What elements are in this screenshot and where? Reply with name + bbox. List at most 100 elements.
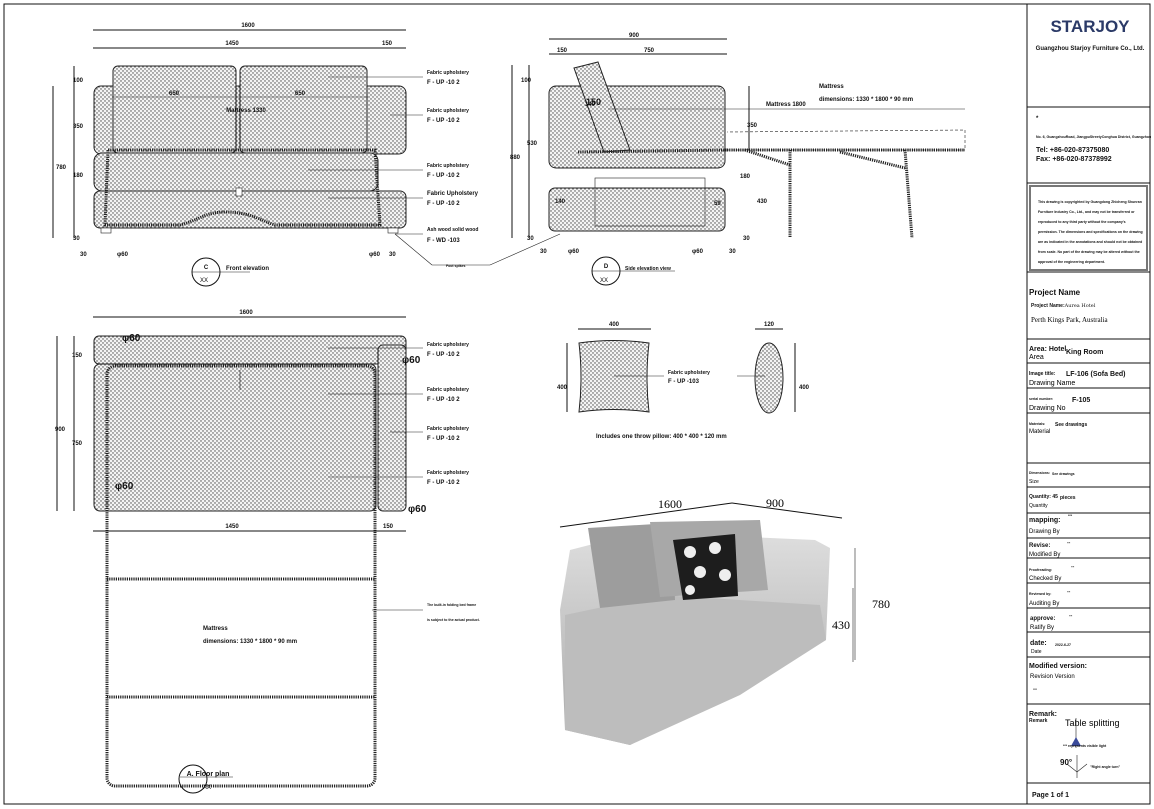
svg-text:φ60: φ60 (408, 504, 427, 515)
svg-text:30: 30 (729, 249, 736, 255)
drawing-name: LF-106 (Sofa Bed) (1066, 371, 1126, 378)
svg-text:1450: 1450 (225, 41, 239, 47)
svg-text:date:: date: (1030, 640, 1047, 647)
svg-text:Fabric upholstery: Fabric upholstery (427, 108, 469, 114)
svg-text:Quantity: 45: Quantity: 45 (1029, 494, 1058, 500)
view-marker-a (178, 764, 208, 794)
svg-text:1600: 1600 (241, 23, 255, 29)
area-value: King Room (1066, 349, 1103, 356)
svg-text:650: 650 (295, 91, 306, 97)
svg-text:See drawings: See drawings (1055, 422, 1087, 428)
svg-text:1600: 1600 (239, 310, 253, 316)
visible-light-symbol-icon (1071, 718, 1081, 748)
svg-text:Modified version:: Modified version: (1029, 663, 1087, 670)
svg-text:Mattress 1800: Mattress 1800 (766, 102, 806, 108)
svg-text:Revision Version: Revision Version (1030, 674, 1075, 680)
svg-text:150: 150 (382, 41, 393, 47)
svg-text:permission. The dimensions and: permission. The dimensions and specifica… (1038, 230, 1143, 234)
svg-text:XX: XX (200, 278, 208, 284)
svg-text:F - UP -10 2: F - UP -10 2 (427, 80, 460, 86)
svg-text:Furniture Industry Co., Ltd.,: Furniture Industry Co., Ltd., and may no… (1038, 210, 1135, 214)
svg-text:--: -- (1069, 613, 1073, 619)
svg-text:180: 180 (73, 173, 84, 179)
svg-text:See drawings: See drawings (1052, 472, 1075, 476)
svg-text:30: 30 (73, 236, 80, 242)
copyright-notice: This drawing is copyrighted by Guangdong… (1038, 200, 1143, 264)
svg-text:Size: Size (1029, 479, 1039, 485)
svg-text:750: 750 (644, 48, 655, 54)
svg-text:900: 900 (766, 496, 784, 510)
svg-text:430: 430 (832, 618, 850, 632)
svg-text:1600: 1600 (658, 497, 682, 511)
floor-plan-view: 1600 900 150 750 1450 150 φ60 φ60 φ60 φ6… (55, 310, 480, 794)
svg-text:F - UP -10 2: F - UP -10 2 (427, 480, 460, 486)
svg-text:mapping:: mapping: (1029, 517, 1061, 524)
company-name: Guangzhou Starjoy Furniture Co., Ltd. (1036, 46, 1145, 52)
svg-text:140: 140 (585, 102, 596, 108)
view-title: Front elevation (226, 266, 269, 272)
svg-text:900: 900 (629, 33, 640, 39)
svg-text:140: 140 (555, 199, 566, 205)
svg-text:Proofreading:: Proofreading: (1029, 568, 1052, 572)
svg-text:Quantity: Quantity (1029, 503, 1048, 509)
svg-text:F - UP -103: F - UP -103 (668, 379, 700, 385)
project-name: Project Name:Aurea Hotel (1031, 303, 1096, 309)
svg-text:Auditing By: Auditing By (1029, 601, 1059, 607)
svg-text:φ60: φ60 (402, 355, 421, 366)
svg-text:--: -- (1033, 687, 1037, 693)
bullet: * (1036, 116, 1039, 122)
svg-text:approve:: approve: (1030, 616, 1055, 622)
svg-text:1450: 1450 (225, 524, 239, 530)
svg-text:Fabric upholstery: Fabric upholstery (427, 470, 469, 476)
svg-text:This drawing is copyrighted by: This drawing is copyrighted by Guangdong… (1038, 200, 1142, 204)
svg-text:Revise:: Revise: (1029, 543, 1050, 549)
svg-text:φ60: φ60 (122, 333, 141, 344)
svg-text:XX: XX (203, 785, 211, 791)
svg-text:reproduced to any third party: reproduced to any third party without th… (1038, 220, 1126, 224)
svg-text:Fabric upholstery: Fabric upholstery (427, 163, 469, 169)
pillow-caption: Includes one throw pillow: 400 * 400 * 1… (596, 434, 727, 440)
svg-text:--: -- (1067, 540, 1071, 546)
svg-text:100: 100 (521, 78, 532, 84)
svg-text:Fabric upholstery: Fabric upholstery (668, 370, 710, 376)
svg-text:Area: Hotel: Area: Hotel (1029, 346, 1066, 353)
svg-text:are as indicated in the annota: are as indicated in the annotations and … (1038, 240, 1142, 244)
svg-text:150: 150 (557, 48, 568, 54)
brand-logo: STARJOY (1050, 17, 1130, 36)
svg-text:XX: XX (600, 278, 608, 284)
svg-text:30: 30 (540, 249, 547, 255)
svg-text:φ60: φ60 (369, 252, 381, 258)
title-block: STARJOY Guangzhou Starjoy Furniture Co.,… (1027, 17, 1151, 799)
pillow-detail: 400 400 120 400 Fabric upholstery F - UP… (557, 322, 810, 440)
sheet-border (3, 3, 1151, 805)
svg-text:400: 400 (609, 322, 620, 328)
svg-text:Fabric upholstery: Fabric upholstery (427, 342, 469, 348)
svg-text:Remark:: Remark: (1029, 711, 1057, 718)
svg-text:from scale. No part of the dra: from scale. No part of the drawing may b… (1038, 250, 1140, 254)
svg-text:150: 150 (383, 524, 394, 530)
svg-text:Reviewed by:: Reviewed by: (1029, 592, 1051, 596)
svg-text:Materials:: Materials: (1029, 422, 1045, 426)
sofa-photo: 1600 900 780 430 (559, 496, 890, 745)
svg-text:400: 400 (799, 385, 810, 391)
svg-text:90°: 90° (1060, 758, 1072, 767)
svg-text:780: 780 (872, 597, 890, 611)
svg-text:φ60: φ60 (117, 252, 129, 258)
svg-text:Drawing By: Drawing By (1029, 529, 1060, 535)
side-elevation-view: 900 150 750 100 530 880 30 140 140 150 5… (510, 33, 966, 286)
svg-text:***: *** (1068, 514, 1073, 518)
svg-text:30: 30 (389, 252, 396, 258)
svg-text:650: 650 (169, 91, 180, 97)
svg-text:30: 30 (743, 236, 750, 242)
svg-text:Material: Material (1029, 429, 1050, 435)
tel: Tel: +86-020-87375080 (1036, 147, 1109, 154)
fax: Fax: +86-020-87378992 (1036, 156, 1112, 163)
svg-text:Ash wood solid wood: Ash wood solid wood (427, 227, 478, 233)
foot-spikes-label: Foot spikes (446, 264, 466, 268)
svg-text:780: 780 (56, 165, 67, 171)
svg-text:900: 900 (55, 427, 66, 433)
date-value: 2022-6-27 (1055, 643, 1071, 647)
svg-text:D: D (604, 264, 609, 270)
svg-text:*** represents visible light: *** represents visible light (1063, 744, 1107, 748)
